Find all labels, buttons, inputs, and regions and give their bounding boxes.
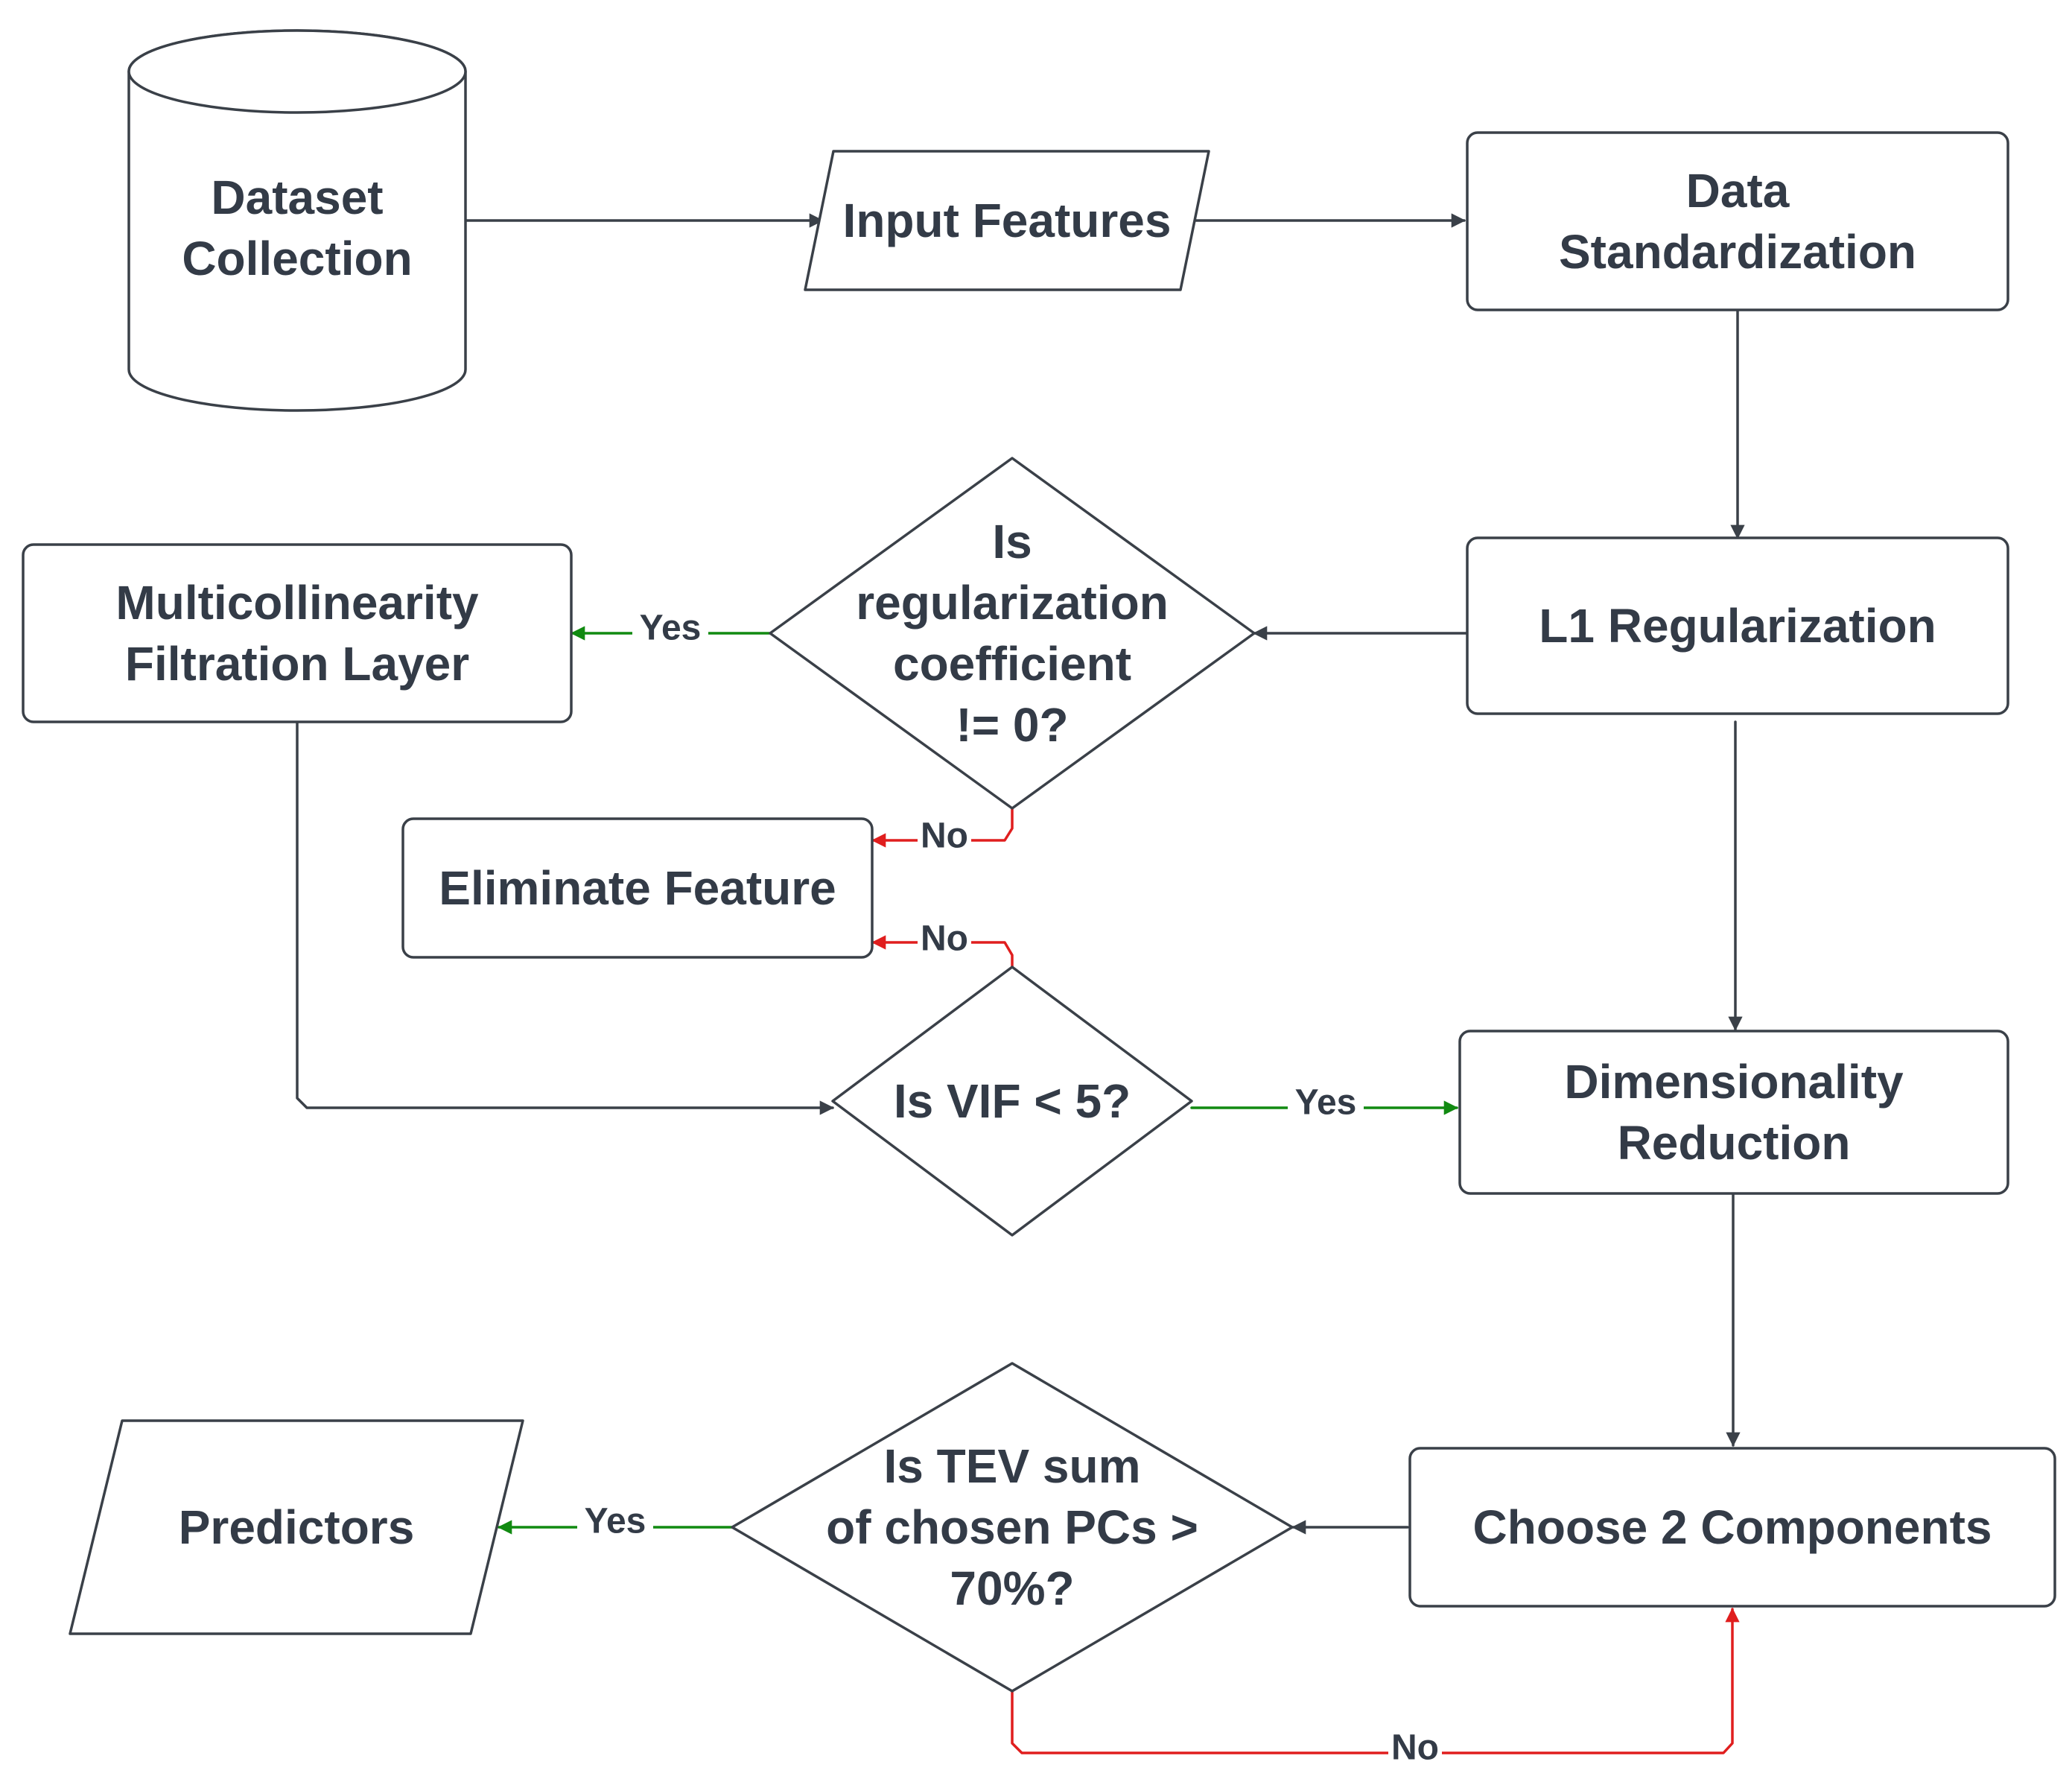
dimred-label-line: Reduction [1618,1116,1851,1170]
predictors-parallelogram [69,1419,524,1635]
edge-label-no: No [1391,1728,1439,1768]
reg-decision-label-line: coefficient [893,637,1131,691]
tev-decision-label-line: 70%? [950,1561,1074,1615]
input-features-label-line: Input Features [843,194,1172,247]
node-choose[interactable]: Choose 2 Components [1408,1447,2056,1608]
eliminate-label-line: Eliminate Feature [439,861,836,915]
dataset-label-line: Dataset [211,171,383,224]
tev-decision-label-line: Is TEV sum [884,1439,1141,1493]
tev-decision-label-line: of chosen PCs > [826,1500,1198,1554]
input-features-parallelogram [804,150,1210,291]
edge-label-background [1388,1725,1442,1767]
edge-label-background [632,606,708,647]
standardization-label-line: Standardization [1559,225,1916,279]
edge-label-background [1288,1080,1364,1122]
standardization-box [1466,131,2009,311]
edge-label-background [918,916,971,958]
multicollinearity-label-line: Multicollinearity [115,576,479,630]
edge-multicollinearity-to-vif-decision [296,720,834,1115]
node-eliminate[interactable]: Eliminate Feature [401,817,874,959]
edge-label-no: No [921,919,968,959]
edge-label-yes: Yes [640,609,702,648]
edge-tev-decision-to-choose [1011,1608,1740,1754]
predictors-label-line: Predictors [179,1500,415,1554]
edge-label-background [577,1499,653,1541]
choose-box [1408,1447,2056,1608]
reg-decision-label-line: Is [992,515,1032,568]
multicollinearity-label-line: Filtration Layer [125,637,469,691]
multicollinearity-box [22,543,573,723]
standardization-label-line: Data [1686,164,1790,218]
dataset-cylinder-top [127,29,467,114]
node-input-features[interactable]: Input Features [804,150,1210,291]
node-tev-decision[interactable]: Is TEV sum of chosen PCs > 70%? [731,1362,1294,1693]
reg-decision-diamond [769,457,1256,810]
edge-label-no: No [921,817,968,856]
reg-decision-label-line: regularization [856,576,1169,630]
node-l1[interactable]: L1 Regularization [1466,536,2009,715]
node-reg-decision[interactable]: Is regularization coefficient != 0? [769,457,1256,810]
edge-label-background [918,814,971,855]
l1-label-line: L1 Regularization [1539,599,1936,653]
edge-label-yes: Yes [1295,1083,1357,1123]
eliminate-box [401,817,874,959]
vif-decision-diamond [831,965,1193,1237]
node-predictors[interactable]: Predictors [69,1419,524,1635]
reg-decision-label-line: != 0? [956,698,1068,752]
vif-decision-label-line: Is VIF < 5? [894,1074,1131,1128]
choose-label-line: Choose 2 Components [1473,1500,1992,1554]
dimred-label-line: Dimensionality [1564,1055,1904,1109]
l1-box [1466,536,2009,715]
dimred-box [1458,1030,2009,1195]
tev-decision-diamond [731,1362,1294,1693]
edge-label-yes: Yes [585,1502,646,1541]
dataset-label-line: Collection [182,232,412,285]
node-vif-decision[interactable]: Is VIF < 5? [831,965,1193,1237]
